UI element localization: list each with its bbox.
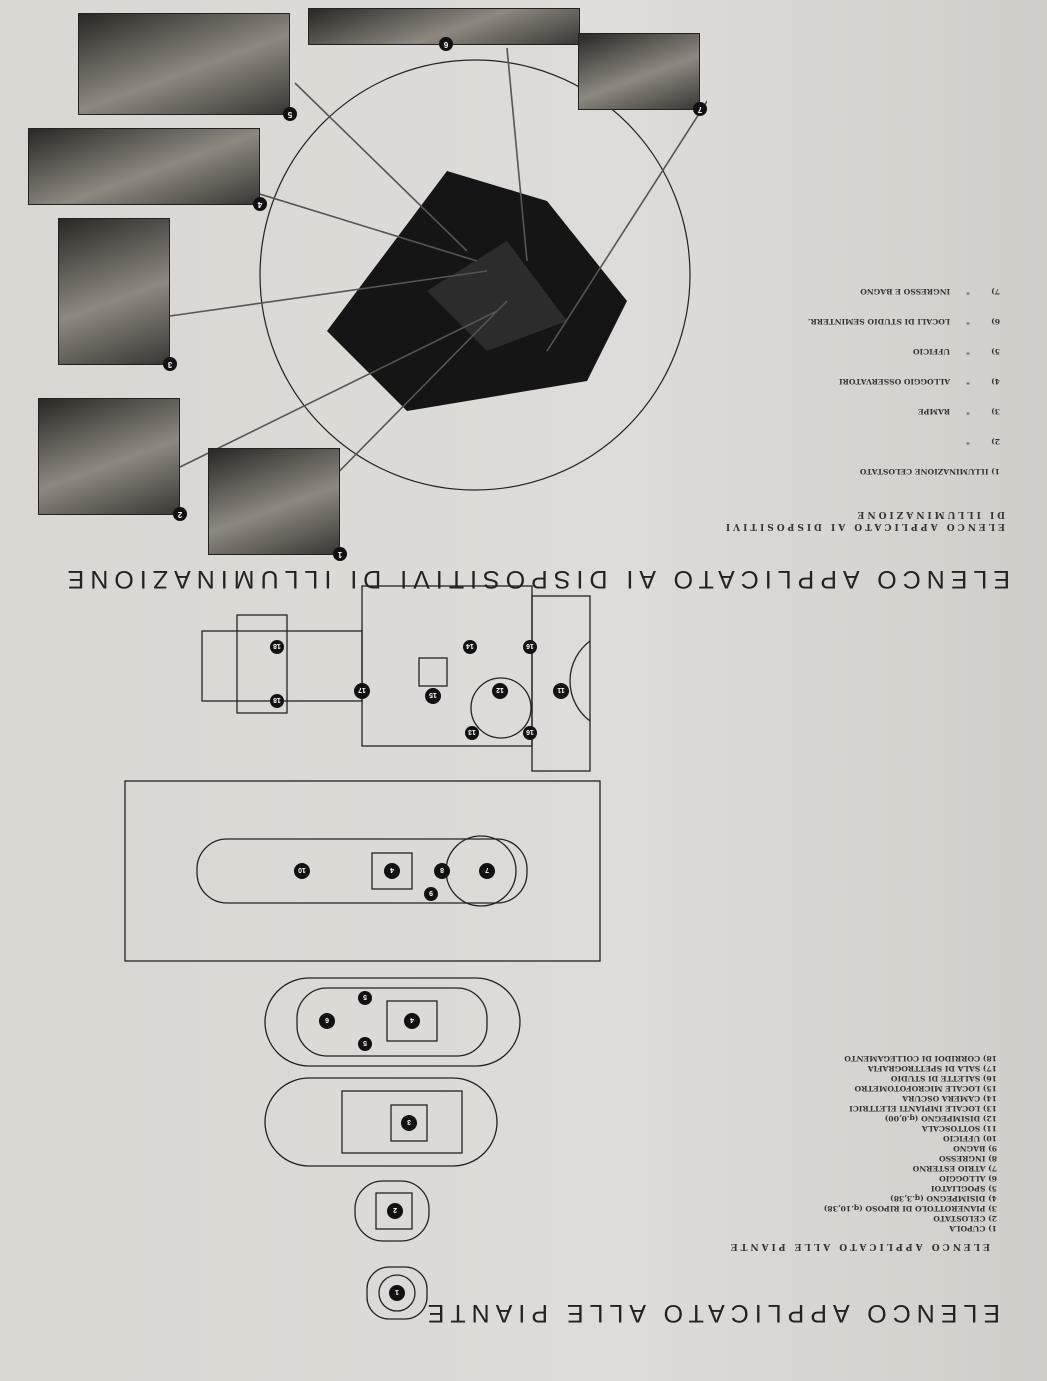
plan-celostato-outline	[354, 1180, 430, 1242]
axonometric-diagram	[169, 47, 707, 501]
plans-list-heading: ELENCO APPLICATO ALLE PIANTE	[727, 1241, 990, 1251]
lighting-legend-list: 1) ILLUMINAZIONE CELOSTATO 2) " 3) " RAM…	[808, 266, 1000, 496]
photo-number: 2	[173, 507, 187, 521]
legend-item: 1) CUPOLA	[949, 1224, 997, 1233]
legend-item: 13) LOCALE IMPIANTI ELETTRICI	[849, 1104, 997, 1113]
legend-item: 3) " RAMPE	[918, 407, 1000, 416]
legend-item: 6) " LOCALI DI STUDIO SEMINTERR.	[807, 317, 1000, 326]
plans-legend-list: 1) CUPOLA 2) CELOSTATO 3) PIANEROTTOLO D…	[824, 1053, 997, 1233]
photo-number: 4	[253, 197, 267, 211]
plan-label: 11	[557, 686, 565, 693]
plan-label: 7	[485, 866, 489, 873]
legend-item: 4) " ALLOGGIO OSSERVATORI	[839, 377, 1000, 386]
plan-label: 4	[410, 1016, 414, 1023]
legend-item: 7) " INGRESSO E BAGNO	[860, 287, 1000, 296]
legend-item: 9) BAGNO	[953, 1144, 997, 1153]
legend-item: 14) CAMERA OSCURA	[902, 1094, 997, 1103]
legend-item: 10) UFFICIO	[943, 1134, 997, 1143]
plan-label: 8	[440, 866, 444, 873]
plan-label: 10	[298, 866, 306, 873]
plan-label: 2	[393, 1206, 397, 1213]
legend-item: 11) SOTTOSCALA	[921, 1124, 997, 1133]
plan-label: 17	[358, 686, 366, 693]
legend-item: 5) SPOGLIATOI	[930, 1184, 997, 1193]
photo-number: 3	[163, 357, 177, 371]
legend-item: 2) "	[966, 437, 1000, 446]
plan-label: 16	[526, 728, 534, 735]
photo-2: 2	[38, 398, 187, 521]
photo-number: 1	[333, 547, 347, 561]
plan-ground-outline	[124, 780, 601, 962]
plan-label: 6	[325, 1016, 329, 1023]
plan-label: 16	[526, 642, 534, 649]
plan-label: 12	[496, 686, 504, 693]
lighting-title: ELENCO APPLICATO AI DISPOSITIVI DI ILLUM…	[61, 565, 1010, 593]
plan-cupola-outline	[366, 1266, 428, 1320]
plan-label: 13	[468, 728, 476, 735]
photo-4: 4	[28, 128, 267, 211]
plan-number-badges	[270, 640, 569, 1301]
photo-number: 5	[283, 107, 297, 121]
plan-label: 5	[363, 1039, 367, 1046]
plan-label: 18	[273, 642, 281, 649]
photo-1: 1	[208, 448, 347, 561]
photo-3: 3	[58, 218, 177, 371]
plan-label: 5	[363, 993, 367, 1000]
floor-plans: 1 2 3 4 5 5 6 7 8 9 4 10 11 12 13 14 15 …	[124, 585, 601, 1320]
photo-7: 7	[578, 33, 707, 116]
legend-item: 3) PIANEROTTOLO DI RIPOSO (q.10,38)	[823, 1204, 997, 1213]
photo-number: 7	[693, 102, 707, 116]
plan-label: 9	[429, 889, 433, 896]
plan-label: 1	[395, 1288, 399, 1295]
plan-landing-outline	[264, 1077, 498, 1167]
photo-5: 5	[78, 13, 297, 121]
lighting-heading-line1: ELENCO APPLICATO AI DISPOSITIVI	[722, 521, 1005, 531]
photo-6: 6	[308, 8, 580, 51]
plan-label: 14	[466, 642, 474, 649]
legend-item: 1) ILLUMINAZIONE CELOSTATO	[859, 467, 1000, 476]
legend-item: 8) INGRESSO	[938, 1154, 997, 1163]
leader-lines	[169, 47, 707, 501]
legend-item: 7) ATRIO ESTERNO	[912, 1164, 997, 1173]
lighting-heading-line2: DI ILLUMINAZIONE	[854, 509, 1005, 519]
legend-item: 15) LOCALE MICROFOTOMETRO	[854, 1084, 997, 1093]
legend-item: 2) CELOSTATO	[933, 1214, 997, 1223]
plan-label: 3	[407, 1118, 411, 1125]
legend-item: 18) CORRIDOI DI COLLEGAMENTO	[844, 1054, 997, 1063]
legend-item: 6) ALLOGGIO	[939, 1174, 997, 1183]
legend-item: 17) SALA DI SPETTROGRAFIA	[867, 1064, 997, 1073]
legend-item: 5) " UFFICIO	[912, 347, 1000, 356]
plan-label: 18	[273, 696, 281, 703]
plan-label: 4	[390, 866, 394, 873]
photo-number: 6	[439, 37, 453, 51]
legend-item: 16) SALETTE DI STUDIO	[890, 1074, 997, 1083]
legend-item: 12) DISIMPEGNO (q.0,00)	[884, 1114, 997, 1123]
plan-label: 15	[429, 691, 437, 698]
plan-level-3-outline	[264, 977, 521, 1067]
legend-item: 4) DISIMPEGNO (q.3,38)	[890, 1194, 997, 1203]
